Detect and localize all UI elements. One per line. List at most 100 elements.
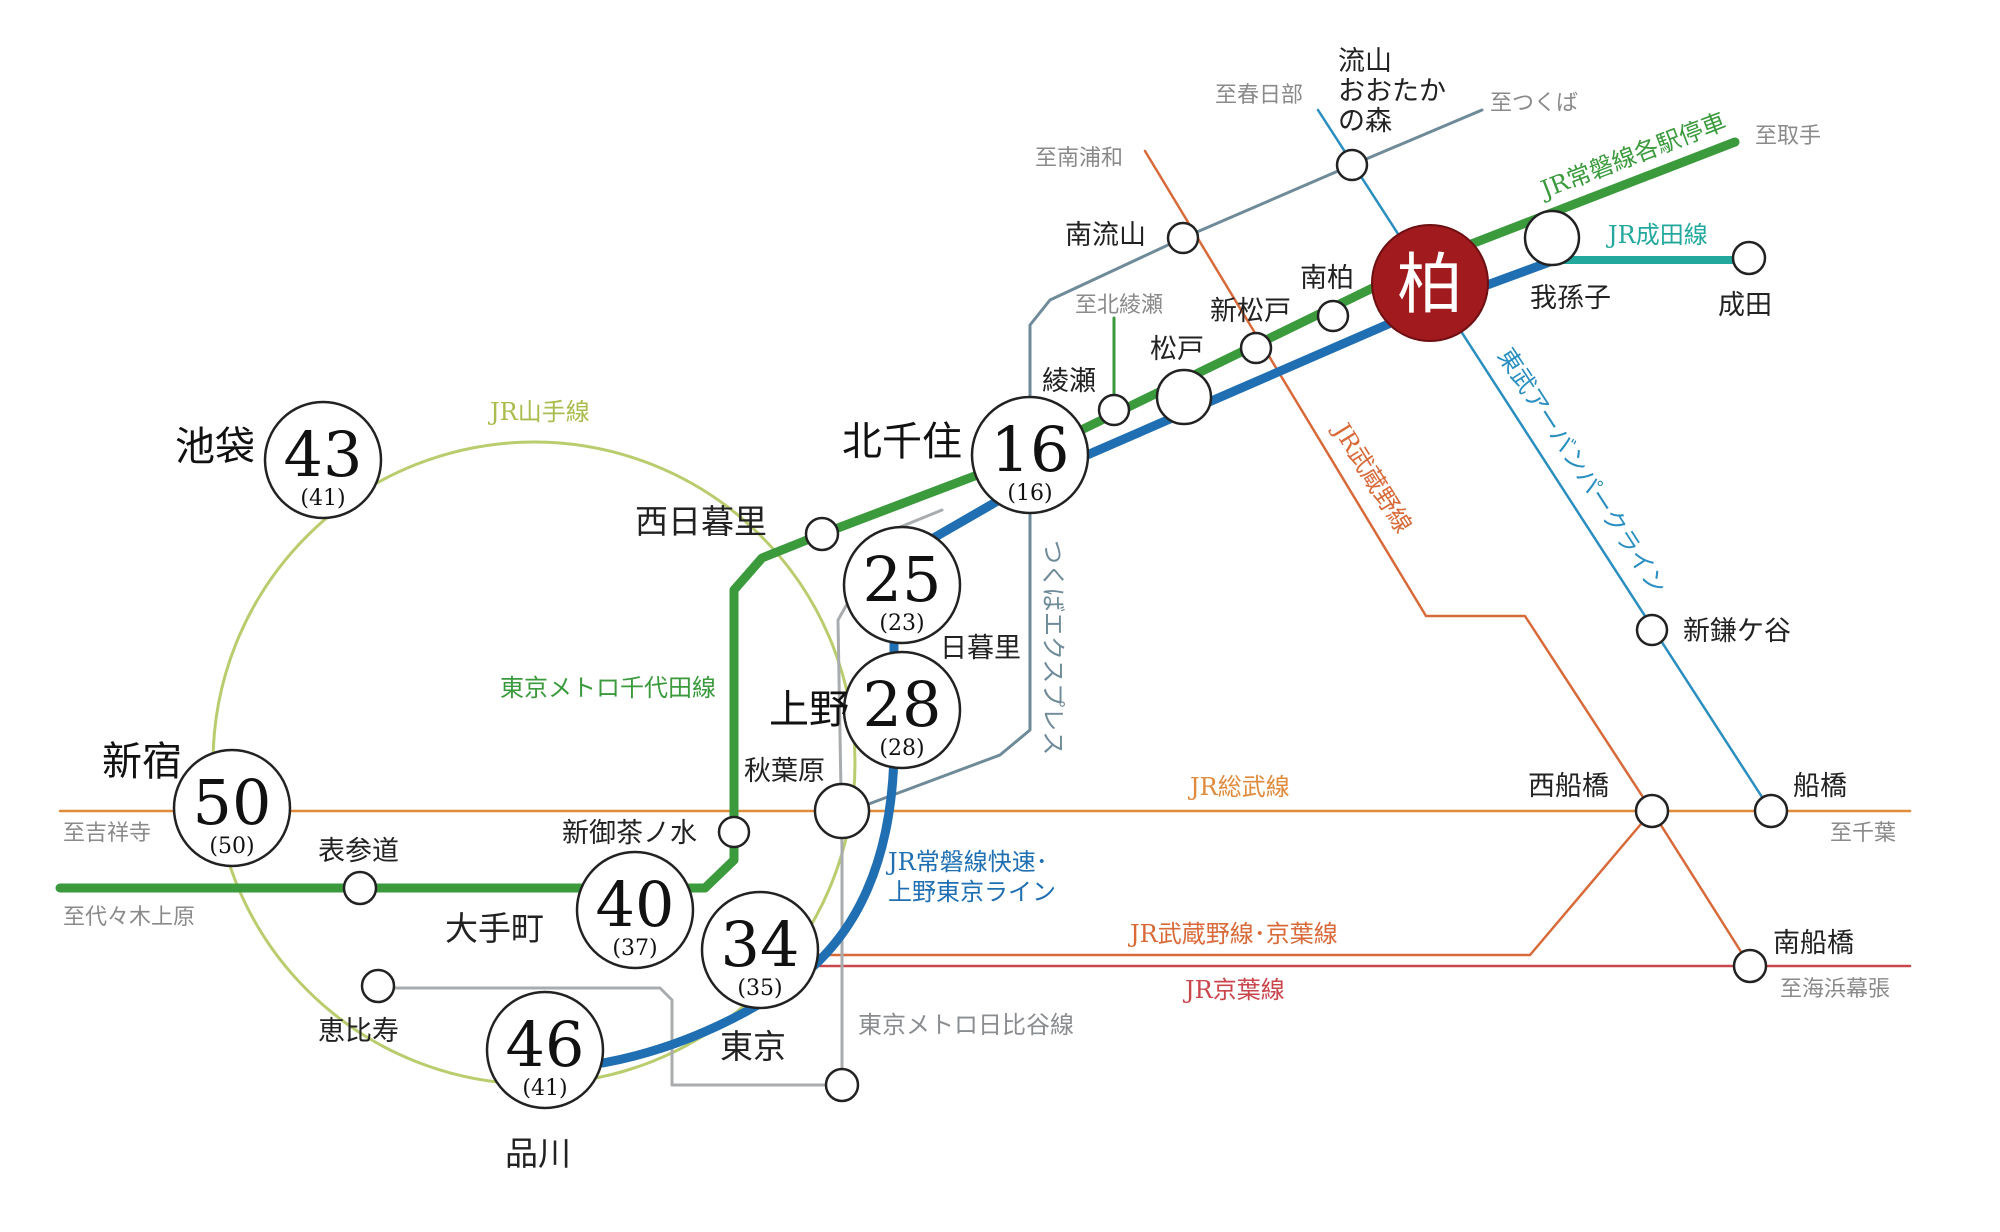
label-akihabara: 秋葉原 [744, 756, 825, 787]
label-nagareyama-otaka-1: 流山 [1338, 46, 1392, 77]
station-nagareyama-otaka [1335, 148, 1369, 182]
minutes-sub-kitasenju: (16) [1007, 481, 1052, 506]
station-minamifunabashi [1732, 948, 1768, 984]
station-shinkamagaya [1635, 613, 1669, 647]
label-shinkamagaya: 新鎌ケ谷 [1683, 616, 1791, 647]
station-abiko [1523, 209, 1581, 267]
label-minamifunabashi: 南船橋 [1773, 928, 1854, 959]
station-nishifunabashi [1634, 793, 1670, 829]
time-circle-ikebukuro: 43 (41) [263, 400, 383, 520]
station-minamikashiwa [1316, 299, 1350, 333]
label-nagareyama-otaka-2: おおたか [1338, 76, 1446, 107]
label-nishinippori: 西日暮里 [635, 502, 767, 541]
dest-chiba: 至千葉 [1830, 821, 1896, 846]
label-ueno: 上野 [769, 687, 849, 733]
station-markers [342, 148, 1789, 1103]
minutes-shinagawa: 46 [506, 1008, 585, 1081]
minutes-ikebukuro: 43 [284, 418, 363, 491]
tsukuba-express-line [848, 108, 1484, 813]
dest-kichijoji: 至吉祥寺 [63, 821, 151, 846]
dest-kasukabe: 至春日部 [1215, 83, 1303, 108]
dest-kaihinmakuhari: 至海浜幕張 [1780, 977, 1890, 1002]
minutes-nippori: 25 [863, 543, 942, 616]
minutes-ueno: 28 [863, 668, 942, 741]
hub-name: 柏 [1397, 246, 1463, 323]
station-funabashi [1753, 793, 1789, 829]
joban-local-line [817, 137, 1740, 539]
label-nagareyama-otaka-3: の森 [1338, 106, 1392, 137]
label-hibiya: 東京メトロ日比谷線 [858, 1011, 1074, 1039]
label-abiko: 我孫子 [1530, 283, 1611, 314]
label-keiyo: JR京葉線 [1182, 976, 1285, 1004]
minutes-sub-ueno: (28) [879, 736, 924, 761]
minutes-sub-shinjuku: (50) [209, 834, 254, 859]
time-circle-otemachi: 40 (37) [575, 850, 695, 970]
label-nishifunabashi: 西船橋 [1528, 771, 1609, 802]
label-tokyo: 東京 [720, 1027, 786, 1066]
dest-kitaayase: 至北綾瀬 [1075, 293, 1163, 318]
minutes-sub-ikebukuro: (41) [300, 486, 345, 511]
label-ikebukuro: 池袋 [175, 424, 255, 470]
minutes-sub-tokyo: (35) [737, 976, 782, 1001]
label-matsudo: 松戸 [1150, 334, 1204, 365]
minutes-sub-nippori: (23) [879, 611, 924, 636]
destination-labels: 至春日部 至つくば 至取手 至南浦和 至北綾瀬 至吉祥寺 至代々木上原 至千葉 … [63, 83, 1896, 1002]
time-circle-shinagawa: 46 (41) [485, 990, 605, 1110]
label-ebisu: 恵比寿 [318, 1016, 399, 1047]
station-ayase [1097, 393, 1131, 427]
label-narita: 成田 [1718, 290, 1772, 321]
station-ebisu [360, 968, 396, 1004]
minutes-tokyo: 34 [721, 908, 800, 981]
label-tsukuba: つくばエクスプレス [1039, 540, 1067, 755]
minutes-otemachi: 40 [596, 868, 675, 941]
musashino-line [1143, 149, 1752, 968]
station-labels: 流山 おおたか の森 南流山 南柏 新松戸 松戸 綾瀬 我孫子 成田 新鎌ケ谷 … [102, 46, 1854, 1173]
time-circles: 43 (41) 16 (16) 25 (23) 28 (28) 50 (50) … [172, 395, 1090, 1110]
minutes-sub-otemachi: (37) [612, 936, 657, 961]
station-akihabara [813, 782, 871, 840]
dest-toride: 至取手 [1755, 124, 1821, 149]
time-circle-tokyo: 34 (35) [700, 890, 820, 1010]
label-shinochanomizu: 新御茶ノ水 [562, 818, 697, 849]
station-nishinippori [804, 516, 840, 552]
tobu-line [1316, 108, 1773, 813]
station-omotesando [342, 870, 378, 906]
hub-kashiwa: 柏 [1371, 224, 1489, 342]
label-minamikashiwa: 南柏 [1300, 263, 1354, 294]
minutes-kitasenju: 16 [991, 413, 1070, 486]
station-narita [1731, 240, 1767, 276]
station-matsudo [1155, 368, 1213, 426]
minutes-shinjuku: 50 [193, 766, 272, 839]
label-nippori: 日暮里 [940, 633, 1021, 664]
dest-tsukuba: 至つくば [1490, 91, 1578, 116]
station-shinochanomizu [717, 815, 751, 849]
label-sobu: JR総武線 [1187, 773, 1290, 801]
lines [55, 108, 1912, 1087]
minutes-sub-shinagawa: (41) [522, 1076, 567, 1101]
label-joban-rapid-1: JR常磐線快速･ [885, 848, 1048, 876]
label-minaminagareyama: 南流山 [1065, 220, 1146, 251]
label-shinagawa: 品川 [505, 1134, 571, 1173]
label-narita: JR成田線 [1605, 221, 1708, 249]
station-hibiya-end [824, 1067, 860, 1103]
label-joban-rapid-2: 上野東京ライン [888, 878, 1056, 906]
label-kitasenju: 北千住 [842, 419, 962, 465]
label-shinmatsudo: 新松戸 [1210, 296, 1291, 327]
label-musashino: JR武蔵野線 [1326, 416, 1417, 538]
label-omotesando: 表参道 [318, 836, 399, 867]
label-shinjuku: 新宿 [102, 739, 182, 785]
label-ayase: 綾瀬 [1042, 366, 1096, 397]
label-musashino-keiyo: JR武蔵野線･京葉線 [1127, 920, 1338, 948]
time-circle-ueno: 28 (28) [842, 650, 962, 770]
label-funabashi: 船橋 [1793, 771, 1847, 802]
label-otemachi: 大手町 [445, 909, 544, 948]
time-circle-shinjuku: 50 (50) [172, 748, 292, 868]
musashino-keiyo-line [808, 809, 1654, 957]
time-circle-nippori: 25 (23) [842, 525, 962, 645]
label-chiyoda: 東京メトロ千代田線 [500, 674, 716, 702]
chiyoda-line [55, 529, 827, 893]
label-tobu: 東武アーバンパークライン [1492, 343, 1672, 599]
dest-minamiurawa: 至南浦和 [1035, 146, 1123, 171]
label-yamanote: JR山手線 [487, 398, 590, 426]
